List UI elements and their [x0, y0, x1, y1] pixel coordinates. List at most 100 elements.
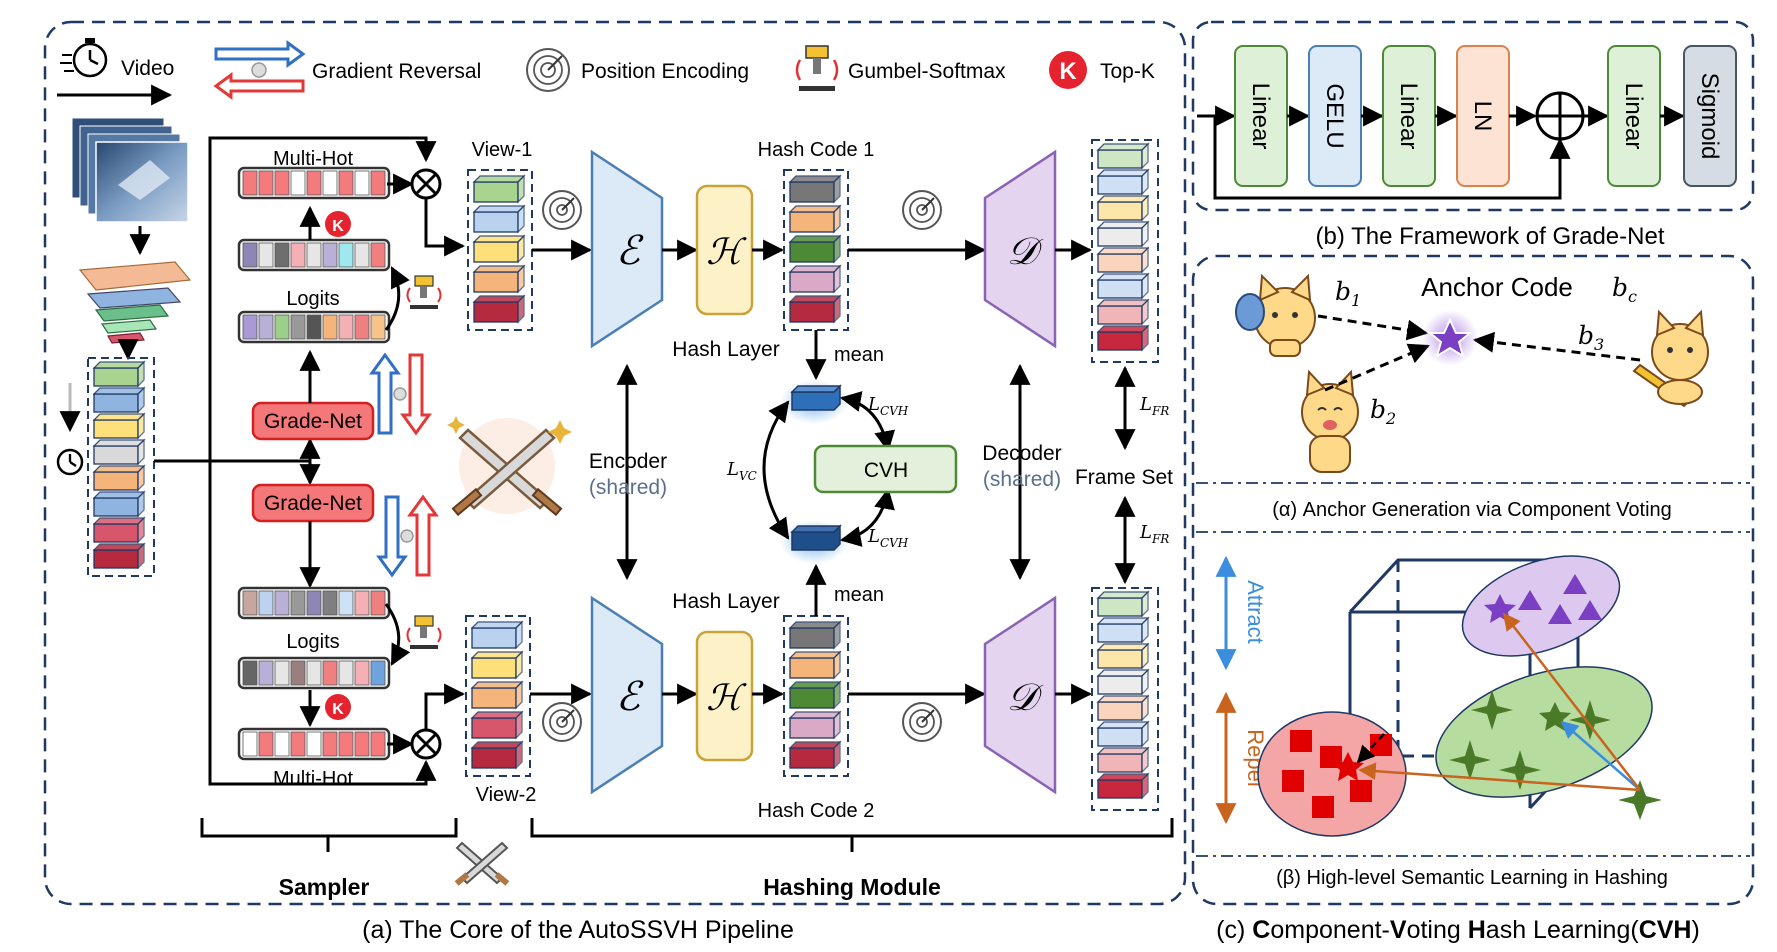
svg-text:K: K [332, 218, 344, 235]
crossed-swords-icon [447, 416, 572, 517]
position-encoding-icon-4 [902, 702, 942, 742]
b2-to-anchor-arrow [1324, 343, 1430, 392]
hashing-module-label: Hashing Module [763, 874, 941, 900]
encoder-top [590, 149, 664, 349]
multi-hot-top-bar [237, 166, 391, 200]
gradient-reversal-icon [213, 40, 306, 100]
cvh-box-label: CVH [864, 459, 908, 482]
grade-net-top [251, 401, 375, 441]
loss-fr-bottom-symbol: LFR [1139, 522, 1169, 546]
grade-net-bottom-label: Grade-Net [264, 492, 362, 515]
encoder-label: Encoder [589, 450, 667, 473]
logits-bottom-bar [237, 586, 391, 620]
hash-code-1-label: Hash Code 1 [758, 139, 875, 161]
gradient-reversal-top-icon [369, 352, 432, 436]
loss-vc-symbol: LVC [726, 459, 757, 483]
grade-net-framework: Linear GELU Linear LN Linear Sigmoid [1197, 45, 1737, 200]
anchor-code-label: Anchor Code [1421, 272, 1573, 302]
gn-add-node [1535, 91, 1585, 141]
view1-stack [472, 174, 526, 324]
logits-top-label: Logits [286, 288, 339, 310]
legend-gumbel-softmax-label: Gumbel-Softmax [848, 60, 1006, 83]
bc-label: bc [1612, 273, 1637, 306]
sampler-label: Sampler [279, 874, 370, 900]
frame-features-stack [92, 360, 146, 570]
hash-code-2-label: Hash Code 2 [758, 800, 875, 822]
hashing-brace [530, 818, 1174, 852]
mean-code-bottom [780, 520, 848, 564]
feature-extractor-icon [78, 261, 192, 344]
logits-bottom-label: Logits [286, 631, 339, 653]
b2-label: b2 [1370, 395, 1396, 428]
gumbel-arc-bottom [384, 603, 411, 666]
gumbel-output-bottom-bar [237, 656, 391, 690]
hash-layer-bottom-label: Hash Layer [672, 590, 779, 613]
encoder-bottom [590, 595, 664, 795]
hash-code-2-stack [788, 620, 842, 770]
skip-wire-top [208, 136, 437, 463]
hash-layer-bottom-symbol: ℋ [706, 678, 747, 719]
caption-b: (b) The Framework of Grade-Net [1316, 223, 1665, 250]
small-swords-icon [454, 841, 510, 886]
recon-bottom-stack [1096, 590, 1150, 800]
recon-top-stack [1096, 142, 1150, 352]
mean-top-label: mean [834, 344, 884, 366]
mult-to-view1-arrow [424, 198, 466, 257]
recon-bottom-box [1091, 587, 1159, 811]
gn-residual-line [1213, 116, 1571, 200]
panel-b-border [1191, 20, 1755, 212]
video-frames-image [71, 117, 189, 223]
loss-cvh-arc-bottom [839, 487, 895, 547]
mult-to-view2-arrow [424, 683, 466, 730]
attract-label: Attract [1243, 580, 1268, 644]
anchor-star-icon [1427, 317, 1473, 359]
b3-to-anchor-arrow [1472, 331, 1641, 362]
caption-c: (c) Component-Voting Hash Learning(CVH) [1216, 916, 1700, 944]
repel-red-arrow [1358, 762, 1641, 792]
skip-wire-bottom [208, 461, 437, 786]
decoder-shared-label: (shared) [983, 468, 1061, 491]
view2-stack [470, 620, 524, 770]
hash-layer-top-symbol: ℋ [706, 232, 747, 273]
attract-green-arrow [1560, 720, 1641, 791]
loss-cvh-arc-top [839, 391, 896, 453]
legend-position-encoding-label: Position Encoding [581, 60, 749, 83]
panel-c-border [1191, 254, 1755, 906]
b1-label: b1 [1335, 277, 1361, 310]
purple-cluster [1461, 555, 1621, 657]
encoder-top-symbol: ℰ [616, 228, 644, 274]
multi-hot-bottom-label: Multi-Hot [273, 768, 353, 790]
view2-label: View-2 [476, 784, 537, 806]
gn-block-ln-label: LN [1469, 101, 1496, 132]
loss-cvh-bottom-symbol: LCVH [867, 526, 909, 550]
red-anchor-star [1332, 752, 1364, 781]
green-stars [1449, 690, 1662, 820]
hash-layer-bottom [695, 630, 754, 762]
b3-label: b3 [1578, 321, 1604, 354]
cat-sticker-b3 [1632, 309, 1709, 408]
gumbel-icon-top [406, 275, 442, 309]
position-encoding-icon [526, 48, 570, 92]
position-encoding-icon-2 [542, 702, 582, 742]
logits-top-bar [237, 310, 391, 344]
cvh-box [813, 444, 958, 494]
panel-a-border [43, 20, 1187, 906]
b1-to-anchor-arrow [1317, 314, 1429, 341]
alpha-caption: (α) Anchor Generation via Component Voti… [1272, 499, 1672, 521]
view1-label: View-1 [472, 139, 533, 161]
svg-text:K: K [1059, 58, 1077, 85]
loss-fr-top-symbol: LFR [1139, 394, 1169, 418]
cat-sticker-b1 [1235, 273, 1316, 357]
decoder-label: Decoder [982, 442, 1061, 465]
gn-block-sigmoid-label: Sigmoid [1696, 73, 1723, 160]
timer-icon [56, 448, 84, 476]
beta-caption: (β) High-level Semantic Learning in Hash… [1276, 867, 1668, 889]
repel-purple-arrow [1502, 612, 1641, 791]
grade-net-bottom [251, 483, 375, 523]
hash-code-1-stack [788, 174, 842, 324]
legend-gradient-reversal-label: Gradient Reversal [312, 60, 481, 83]
loss-cvh-top-symbol: LCVH [867, 394, 909, 418]
top-k-icon-top: K [325, 211, 351, 237]
gn-block-linear-3-label: Linear [1620, 83, 1647, 150]
